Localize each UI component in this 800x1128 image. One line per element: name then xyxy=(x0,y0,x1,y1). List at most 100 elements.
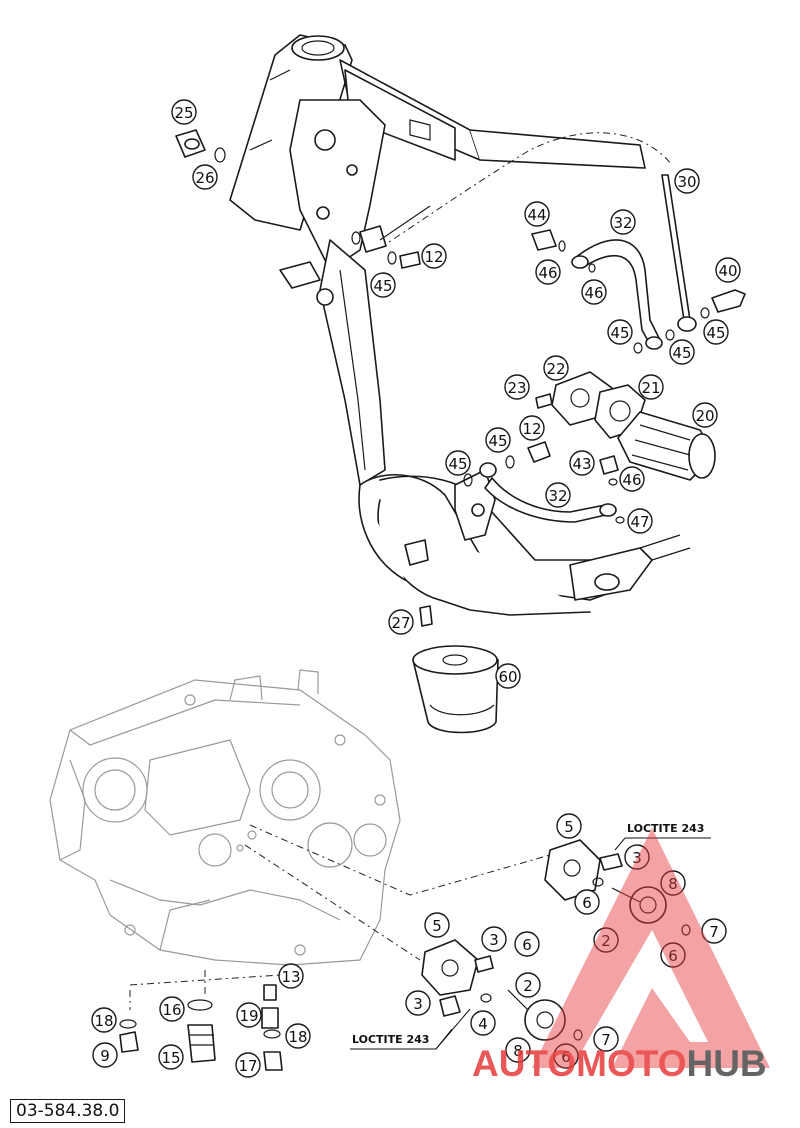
callout-18: 18 xyxy=(91,1007,117,1033)
callout-43: 43 xyxy=(569,450,595,476)
callout-7: 7 xyxy=(701,918,727,944)
callout-circle xyxy=(701,918,727,944)
callout-13: 13 xyxy=(278,963,304,989)
callout-45: 45 xyxy=(703,319,729,345)
callout-circle xyxy=(388,609,414,635)
callout-21: 21 xyxy=(638,374,664,400)
callout-label: 46 xyxy=(538,264,557,282)
callout-circle xyxy=(192,164,218,190)
callout-46: 46 xyxy=(535,259,561,285)
callout-26: 26 xyxy=(192,164,218,190)
callout-circle xyxy=(593,1026,619,1052)
callout-22: 22 xyxy=(543,355,569,381)
crankcase-outline xyxy=(49,669,401,966)
callout-6: 6 xyxy=(514,931,540,957)
pump-route-upper xyxy=(249,824,551,896)
callout-label: 26 xyxy=(195,169,214,187)
callout-60: 60 xyxy=(495,663,521,689)
watermark-middle: MOTO xyxy=(576,1043,686,1084)
callout-circle xyxy=(171,99,197,125)
callout-3: 3 xyxy=(624,844,650,870)
callout-circle xyxy=(159,996,185,1022)
callout-label: 6 xyxy=(561,1048,571,1066)
callout-7: 7 xyxy=(593,1026,619,1052)
pump-route-lower xyxy=(244,844,421,961)
loctite-notes: LOCTITE 243 LOCTITE 243 xyxy=(350,822,711,1050)
callout-27: 27 xyxy=(388,609,414,635)
callout-circle xyxy=(370,272,396,298)
callout-label: 2 xyxy=(523,977,533,995)
callout-circle xyxy=(581,279,607,305)
callout-label: 8 xyxy=(513,1042,523,1060)
callout-23: 23 xyxy=(504,374,530,400)
document-number: 03-584.38.0 xyxy=(10,1099,126,1123)
callout-label: 45 xyxy=(672,344,691,362)
callout-45: 45 xyxy=(607,319,633,345)
callout-circle xyxy=(445,450,471,476)
callout-12: 12 xyxy=(421,243,447,269)
callout-label: 12 xyxy=(522,420,541,438)
watermark-suffix: HUB xyxy=(686,1043,766,1084)
watermark: AUTOMOTOHUB xyxy=(472,828,770,1084)
callout-label: 44 xyxy=(527,206,546,224)
callout-2: 2 xyxy=(593,927,619,953)
callout-2: 2 xyxy=(515,972,541,998)
callout-circle xyxy=(574,889,600,915)
callout-label: 45 xyxy=(706,324,725,342)
callout-circle xyxy=(505,1037,531,1063)
callout-label: 5 xyxy=(564,818,574,836)
callout-circle xyxy=(535,259,561,285)
callout-30: 30 xyxy=(674,168,700,194)
callout-label: 4 xyxy=(478,1015,488,1033)
callout-25: 25 xyxy=(171,99,197,125)
callout-label: 21 xyxy=(641,379,660,397)
callout-circle xyxy=(610,209,636,235)
callout-17: 17 xyxy=(235,1052,261,1078)
callout-label: 6 xyxy=(668,947,678,965)
callout-label: 46 xyxy=(584,284,603,302)
callout-circle xyxy=(470,1010,496,1036)
callout-18: 18 xyxy=(285,1023,311,1049)
callout-label: 45 xyxy=(610,324,629,342)
callout-label: 47 xyxy=(630,513,649,531)
callout-circle xyxy=(715,257,741,283)
watermark-text: AUTOMOTOHUB xyxy=(472,1043,767,1084)
callout-45: 45 xyxy=(485,427,511,453)
callout-label: 6 xyxy=(582,894,592,912)
frame-assembly xyxy=(229,34,691,616)
callout-label: 18 xyxy=(94,1012,113,1030)
callout-circle xyxy=(607,319,633,345)
callout-label: 15 xyxy=(161,1049,180,1067)
callout-label: 3 xyxy=(632,849,642,867)
oil-line-route xyxy=(379,132,673,249)
callout-label: 46 xyxy=(622,471,641,489)
callout-12: 12 xyxy=(519,415,545,441)
callout-circle xyxy=(627,508,653,534)
callout-label: 3 xyxy=(489,931,499,949)
callout-circle xyxy=(481,926,507,952)
callout-circle xyxy=(421,243,447,269)
callout-circle xyxy=(593,927,619,953)
callout-circle xyxy=(495,663,521,689)
callout-circle xyxy=(514,931,540,957)
callout-label: 7 xyxy=(601,1031,611,1049)
callout-label: 20 xyxy=(695,407,714,425)
loctite-note-upper: LOCTITE 243 xyxy=(614,822,711,851)
callout-label: 19 xyxy=(239,1007,258,1025)
callout-circle xyxy=(504,374,530,400)
callout-circle xyxy=(91,1007,117,1033)
callout-circle xyxy=(669,339,695,365)
callout-circle xyxy=(515,972,541,998)
callout-label: 43 xyxy=(572,455,591,473)
callout-46: 46 xyxy=(619,466,645,492)
callout-6: 6 xyxy=(660,942,686,968)
callout-circle xyxy=(660,942,686,968)
callout-circle xyxy=(158,1044,184,1070)
callout-label: 22 xyxy=(546,360,565,378)
callout-32: 32 xyxy=(545,482,571,508)
callout-label: 27 xyxy=(391,614,410,632)
callout-circle xyxy=(624,844,650,870)
callout-circle xyxy=(556,813,582,839)
callout-16: 16 xyxy=(159,996,185,1022)
